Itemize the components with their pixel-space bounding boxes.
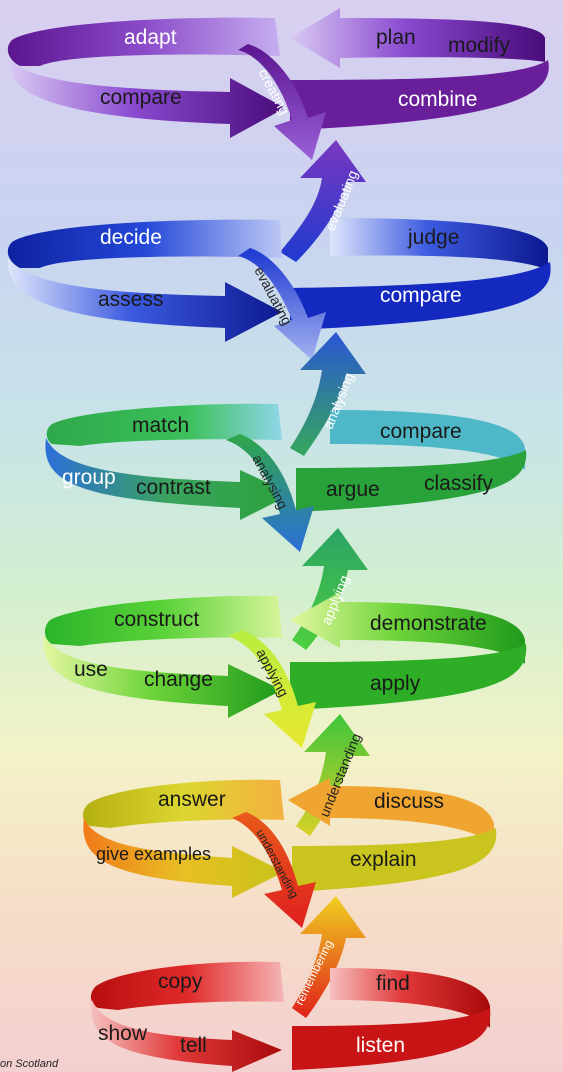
word-find: find xyxy=(376,972,410,995)
analysing-up-arrow xyxy=(290,332,366,456)
word-assess: assess xyxy=(98,288,163,311)
remembering-band-back xyxy=(90,961,285,1010)
word-use: use xyxy=(74,658,108,681)
word-tell: tell xyxy=(180,1034,207,1057)
word-show: show xyxy=(98,1022,148,1045)
creating-band-front-left xyxy=(9,60,286,138)
remembering-arrow-back xyxy=(330,968,490,1028)
creating-down-arrow xyxy=(238,44,326,160)
word-copy: copy xyxy=(158,970,203,993)
level-analysing xyxy=(45,403,527,552)
remembering-band-front-right xyxy=(292,1008,491,1070)
understanding-band-front-left xyxy=(83,818,284,898)
applying-band-front-right xyxy=(290,644,527,710)
evaluating-band-front-left xyxy=(7,258,282,342)
word-change: change xyxy=(144,668,213,691)
word-classify: classify xyxy=(424,472,493,495)
remembering-band-front-left xyxy=(91,1000,283,1072)
understanding-band-back xyxy=(82,779,285,828)
analysing-down-arrow xyxy=(226,434,314,552)
word-give-examples: give examples xyxy=(96,844,211,864)
creating-band-back xyxy=(7,17,281,66)
level-understanding xyxy=(82,778,497,928)
word-modify: modify xyxy=(448,34,510,57)
evaluating-arrow-back xyxy=(330,218,548,270)
word-match: match xyxy=(132,414,189,437)
creating-band-front-right xyxy=(290,60,549,130)
word-judge: judge xyxy=(407,226,459,249)
creating-arrow-back xyxy=(290,8,545,68)
remembering-up-arrow xyxy=(292,896,366,1018)
word-demonstrate: demonstrate xyxy=(370,612,487,635)
word-compare-creating: compare xyxy=(100,86,182,109)
analysing-arrow-back xyxy=(330,410,525,470)
understanding-arrow-back xyxy=(288,778,494,846)
applying-down-arrow xyxy=(228,630,316,748)
word-decide: decide xyxy=(100,226,162,249)
word-plan: plan xyxy=(376,26,416,49)
word-apply: apply xyxy=(370,672,421,695)
word-adapt: adapt xyxy=(124,26,177,49)
word-compare-evaluating: compare xyxy=(380,284,462,307)
applying-band-back xyxy=(44,595,283,646)
evaluating-down-arrow xyxy=(238,248,326,360)
level-creating xyxy=(7,8,549,160)
word-listen: listen xyxy=(356,1034,405,1057)
word-discuss: discuss xyxy=(374,790,444,813)
word-combine: combine xyxy=(398,88,477,111)
level-evaluating xyxy=(7,218,551,360)
analysing-band-front-right xyxy=(296,450,527,512)
applying-arrow-back xyxy=(290,592,525,664)
applying-band-front-left xyxy=(43,634,282,718)
word-group: group xyxy=(62,466,116,489)
analysing-band-front-left xyxy=(45,438,293,520)
level-applying xyxy=(43,592,527,748)
understanding-band-front-right xyxy=(292,828,497,892)
word-answer: answer xyxy=(158,788,226,811)
level-remembering xyxy=(90,961,491,1072)
word-argue: argue xyxy=(326,478,380,501)
word-contrast: contrast xyxy=(136,476,211,499)
word-compare-analysing: compare xyxy=(380,420,462,443)
evaluating-band-front-right xyxy=(290,262,551,330)
evaluating-band-back xyxy=(7,219,283,268)
word-explain: explain xyxy=(350,848,417,871)
analysing-band-back xyxy=(46,403,282,446)
understanding-down-arrow xyxy=(232,812,316,928)
credit-text: on Scotland xyxy=(0,1058,59,1070)
evaluating-up-arrow xyxy=(280,140,366,262)
word-construct: construct xyxy=(114,608,199,631)
